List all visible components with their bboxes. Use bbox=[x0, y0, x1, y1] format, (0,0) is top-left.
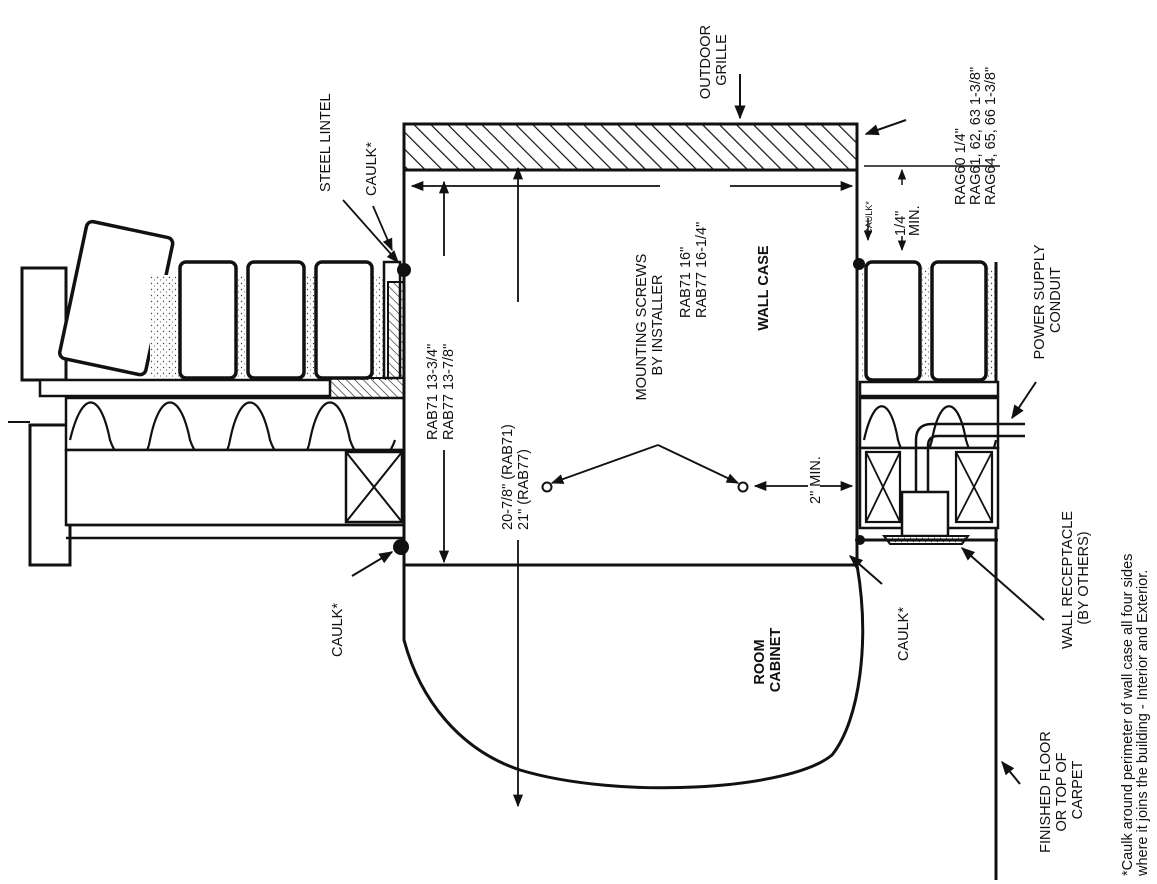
mounting-screws-label: MOUNTING SCREWS BY INSTALLER bbox=[634, 250, 666, 401]
caulk-label-top-left: CAULK* bbox=[364, 142, 380, 196]
caulk-footnote: *Caulk around perimeter of wall case all… bbox=[1120, 550, 1151, 877]
wall-case-label: WALL CASE bbox=[756, 245, 772, 330]
wall-receptacle-label: WALL RECEPTACLE (BY OTHERS) bbox=[1060, 507, 1092, 649]
caulk-label-bottom-left: CAULK* bbox=[330, 603, 346, 657]
power-supply-label: POWER SUPPLY CONDUIT bbox=[1032, 241, 1064, 360]
outdoor-grille bbox=[402, 122, 859, 172]
room-cabinet bbox=[402, 563, 865, 790]
wall-case bbox=[402, 122, 865, 790]
screw-hole-right bbox=[737, 481, 749, 493]
finished-floor-label: FINISHED FLOOR OR TOP OF CARPET bbox=[1038, 727, 1086, 853]
left-trim-board bbox=[28, 423, 72, 567]
brick-1 bbox=[178, 260, 238, 380]
caulk-bead-top-right bbox=[853, 258, 865, 270]
brick-2 bbox=[246, 260, 306, 380]
rag-specs-label: RAG60 1/4" RAG61, 62, 63 1-3/8" RAG64, 6… bbox=[953, 63, 999, 205]
lintel-vertical bbox=[387, 281, 405, 379]
caulk-small-label: CAULK* bbox=[864, 201, 874, 235]
min-quarter-label: 1/4" MIN. bbox=[893, 205, 923, 236]
leader-arrows bbox=[342, 74, 1045, 785]
caulk-bead-bottom-right bbox=[855, 535, 865, 545]
rab-13-label: RAB71 13-3/4" RAB77 13-7/8" bbox=[425, 340, 457, 440]
brick-right-1 bbox=[864, 260, 922, 382]
sill-board bbox=[38, 378, 332, 398]
receptacle-box bbox=[900, 490, 950, 538]
outdoor-grille-label: OUTDOOR GRILLE bbox=[698, 21, 730, 99]
room-cabinet-label: ROOM CABINET bbox=[752, 628, 784, 693]
dimension-lines bbox=[410, 165, 1000, 808]
labels: OUTDOOR GRILLE STEEL LINTEL CAULK* RAG60… bbox=[318, 21, 1151, 877]
rab-21-label: 20-7/8" (RAB71) 21" (RAB77) bbox=[500, 420, 532, 530]
caulk-bead-bottom-left bbox=[393, 539, 409, 555]
power-conduit bbox=[914, 422, 1025, 492]
brick-tilted bbox=[20, 266, 68, 382]
brick-right-2 bbox=[930, 260, 988, 382]
screw-hole-left bbox=[541, 481, 553, 493]
caulk-label-bottom-right: CAULK* bbox=[896, 607, 912, 661]
brick-3 bbox=[314, 260, 374, 380]
steel-lintel bbox=[327, 377, 405, 399]
sill-right bbox=[858, 380, 1000, 398]
steel-lintel-label: STEEL LINTEL bbox=[318, 93, 334, 192]
left-wall-section bbox=[8, 219, 411, 567]
rab-16-label: RAB71 16" RAB77 16-1/4" bbox=[678, 222, 710, 318]
wall-case-body bbox=[402, 168, 859, 567]
two-min-label: 2" MIN. bbox=[808, 456, 824, 504]
right-wall-section bbox=[853, 258, 1025, 880]
